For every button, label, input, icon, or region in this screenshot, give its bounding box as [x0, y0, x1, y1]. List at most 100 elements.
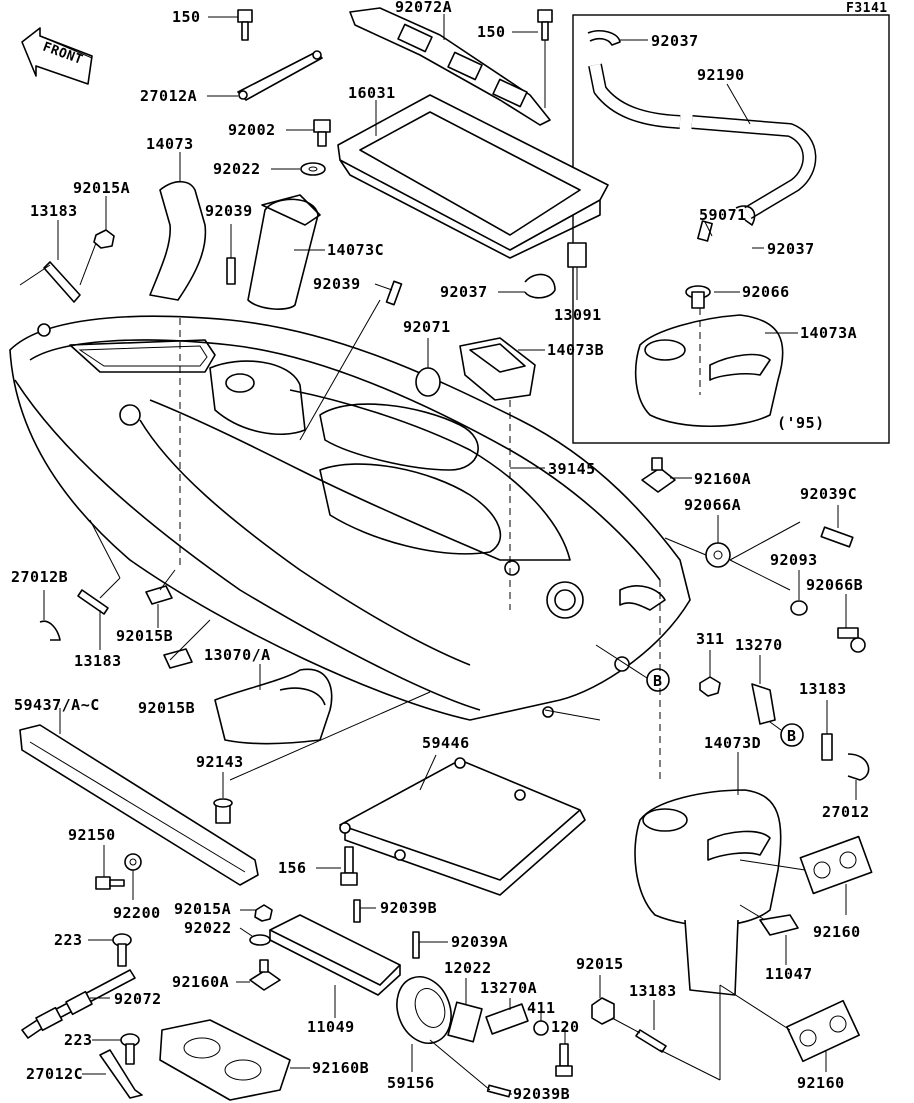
label-12022: 12022	[444, 959, 492, 977]
inset-1995-frame	[572, 14, 890, 444]
label-92039b: 92039B	[513, 1085, 570, 1103]
bracket-13270a	[485, 998, 529, 1035]
plate-59446	[339, 754, 586, 896]
bolt-92150	[95, 845, 125, 890]
bracket-27012a	[207, 50, 323, 101]
label-16031: 16031	[348, 84, 396, 102]
label-92200: 92200	[113, 904, 161, 922]
label-150: 150	[172, 8, 201, 26]
clamp-13183-right	[821, 700, 833, 761]
label-92160: 92160	[797, 1074, 845, 1092]
label-92160a: 92160A	[172, 973, 229, 991]
label-92093: 92093	[770, 551, 818, 569]
pin-92039-left	[226, 224, 236, 285]
label-120: 120	[551, 1018, 580, 1036]
strap-92072	[21, 969, 136, 1039]
washer-92093	[790, 570, 808, 616]
label-13183: 13183	[74, 652, 122, 670]
label-92160b: 92160B	[312, 1059, 369, 1077]
pin-92039c	[820, 505, 854, 548]
nut-92015a-lower	[240, 904, 273, 922]
label-13070: 13070/A	[204, 646, 271, 664]
bracket-13091	[567, 242, 587, 300]
strake-59437	[19, 708, 259, 886]
label-92015a: 92015A	[174, 900, 231, 918]
pin-92039-center	[374, 280, 403, 306]
label-13270: 13270	[735, 636, 783, 654]
hose-14073	[149, 152, 207, 301]
bracket-92015b-1	[145, 585, 173, 628]
label-92037: 92037	[767, 240, 815, 258]
label-92022: 92022	[213, 160, 261, 178]
label-27012b: 27012B	[11, 568, 68, 586]
label-59071: 59071	[699, 206, 747, 224]
clamp-92037-center	[498, 273, 556, 299]
tray-92160b	[159, 1019, 310, 1101]
label-11049: 11049	[307, 1018, 355, 1036]
assembly-guide-lines	[19, 264, 806, 1081]
label-13183: 13183	[629, 982, 677, 1000]
plate-12022	[447, 978, 483, 1043]
fitting-92143	[213, 772, 233, 824]
strap-92072a	[349, 7, 551, 126]
duct-14073b	[459, 337, 545, 401]
label-59156: 59156	[387, 1074, 435, 1092]
label-13183: 13183	[799, 680, 847, 698]
label-411: 411	[527, 999, 556, 1017]
washer-92022	[271, 162, 326, 176]
label-59446: 59446	[422, 734, 470, 752]
label-59437: 59437/A~C	[14, 696, 100, 714]
bolt-223-lower	[92, 1033, 140, 1065]
label-14073a: 14073A	[800, 324, 857, 342]
part-labels: 150 92072A 150 92037 92190 27012A 16031 …	[11, 0, 869, 1103]
label-223: 223	[64, 1031, 93, 1049]
tank-14073d	[634, 752, 782, 996]
label-92066: 92066	[742, 283, 790, 301]
label-92160: 92160	[813, 923, 861, 941]
label-92143: 92143	[196, 753, 244, 771]
label-92072a: 92072A	[395, 0, 452, 16]
ref-marker-b-1: B	[595, 644, 670, 692]
bolt-156	[316, 846, 358, 886]
nut-92015a	[93, 196, 115, 249]
flange-92066a	[664, 515, 801, 591]
bolt-150-right	[512, 9, 553, 108]
label-14073b: 14073B	[547, 341, 604, 359]
plate-92160-upper	[799, 835, 873, 915]
cap-92066	[685, 285, 740, 309]
washer-92022-lower	[239, 927, 271, 946]
ref-marker-b-2: B	[769, 721, 804, 747]
label-92037: 92037	[651, 32, 699, 50]
label-92066b: 92066B	[806, 576, 863, 594]
clamp-13183-top	[43, 220, 97, 303]
bolt-120	[555, 1028, 573, 1077]
label-92190: 92190	[697, 66, 745, 84]
label-92015b: 92015B	[116, 627, 173, 645]
label-13091: 13091	[554, 306, 602, 324]
duct-14073c	[247, 194, 325, 310]
storage-tray-16031	[337, 94, 609, 259]
label-92160a: 92160A	[694, 470, 751, 488]
figure-code: F3141	[846, 1, 888, 16]
nut-92015	[591, 975, 615, 1025]
bracket-27012c	[82, 1049, 143, 1099]
bolt-27012	[847, 753, 870, 800]
washer-411	[533, 1010, 549, 1036]
front-arrow-icon: FRONT	[21, 27, 93, 85]
svg-text:B: B	[787, 727, 797, 745]
svg-text:B: B	[653, 672, 663, 690]
inset-note: ('95)	[777, 414, 825, 432]
clamp-13183-bottom	[611, 1000, 667, 1053]
clamp-92037-inset-top	[587, 30, 648, 46]
tank-14073a	[634, 308, 798, 428]
label-92002: 92002	[228, 121, 276, 139]
label-92072: 92072	[114, 990, 162, 1008]
label-156: 156	[278, 859, 307, 877]
label-13270a: 13270A	[480, 979, 537, 997]
label-92039b: 92039B	[380, 899, 437, 917]
pin-92039b-lower	[429, 1039, 512, 1098]
bracket-13270	[751, 655, 776, 725]
label-92150: 92150	[68, 826, 116, 844]
clamp-13183-left	[77, 589, 109, 650]
